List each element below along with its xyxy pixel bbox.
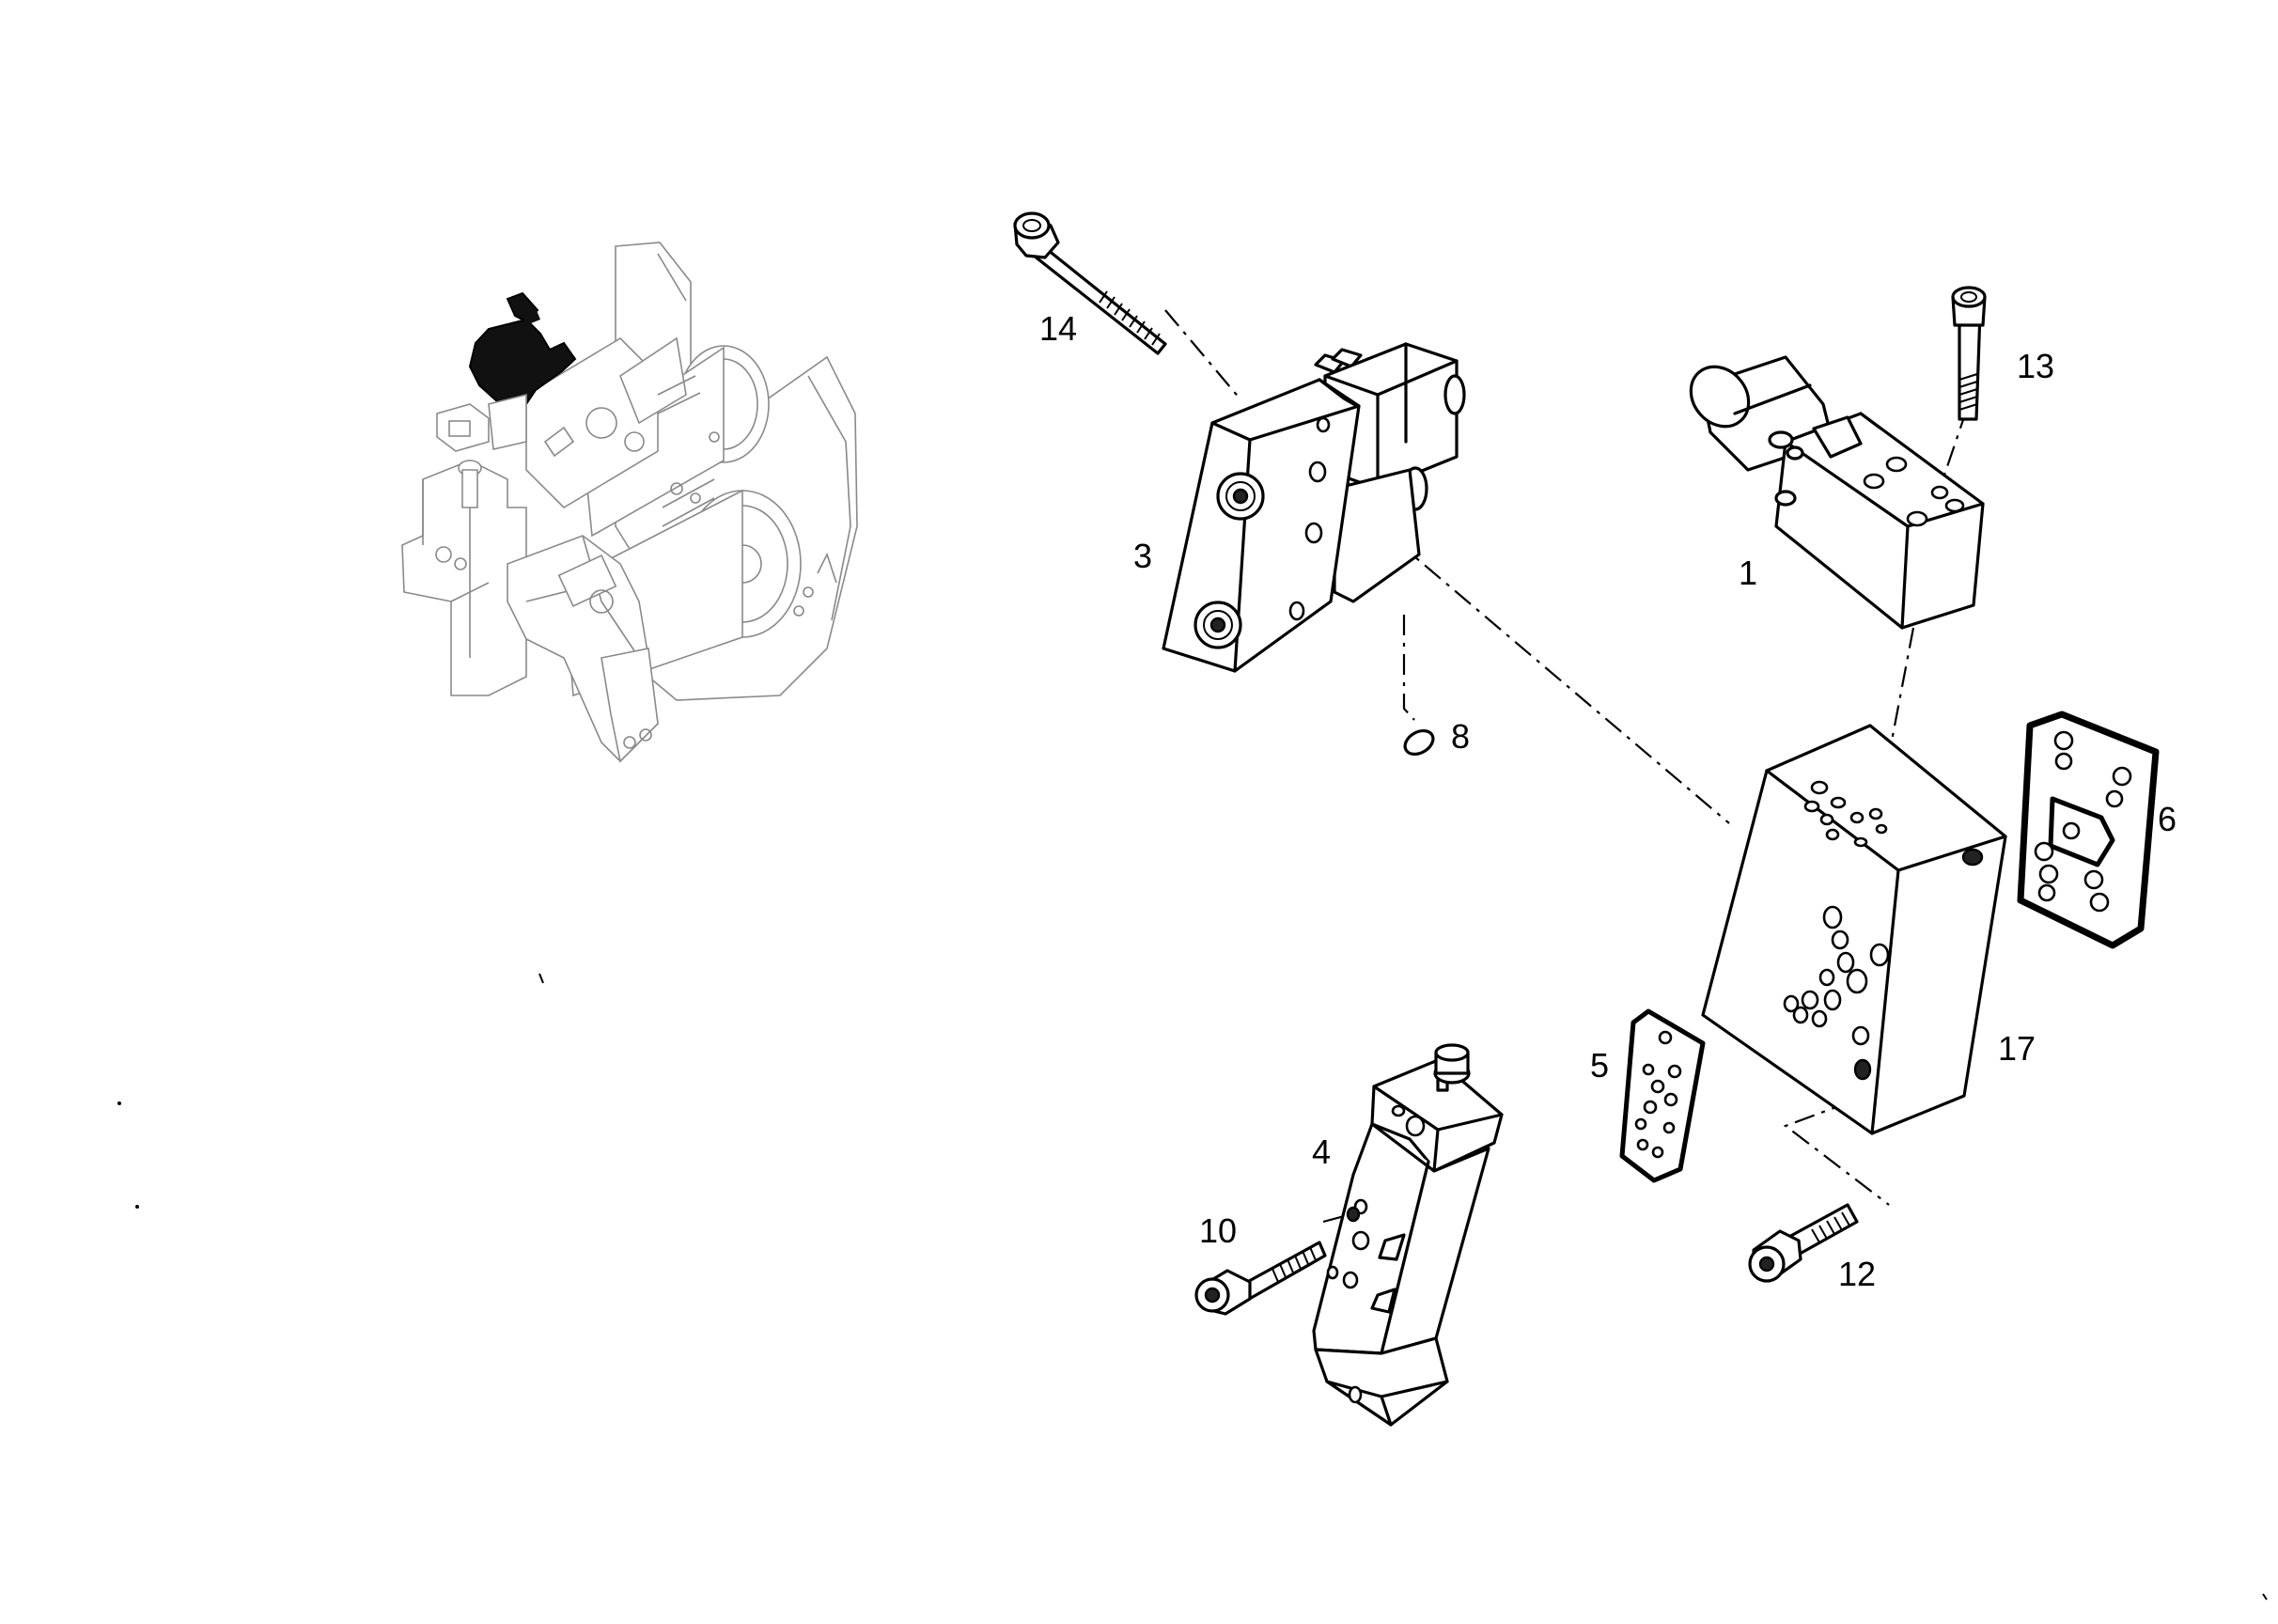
part-8-o-ring [1403, 728, 1435, 757]
callout-4: 4 [1312, 1132, 1331, 1171]
part-4-directional-valve [1312, 1043, 1504, 1427]
stray-marks [117, 973, 2268, 1601]
part-17-manifold-block [1701, 724, 2007, 1135]
callout-1: 1 [1739, 554, 1757, 592]
part-1-pressure-valve [1689, 355, 1985, 630]
part-12-bolt [1748, 1203, 1859, 1283]
callout-10: 10 [1199, 1211, 1237, 1250]
part-5-gasket [1619, 1008, 1706, 1183]
part-6-gasket [2017, 710, 2160, 949]
part-13-bolt [1951, 286, 1987, 421]
part-14-long-bolt [1013, 211, 1167, 355]
callout-labels: 1 3 4 5 6 8 10 12 13 14 17 [1039, 309, 2177, 1293]
callout-14: 14 [1039, 309, 1077, 348]
part-10-bolt [1194, 1241, 1327, 1316]
overview-assembly-illustration [401, 242, 858, 763]
part-3-solenoid-valve [1162, 342, 1466, 673]
callout-8: 8 [1451, 717, 1470, 756]
callout-17: 17 [1998, 1029, 2036, 1068]
callout-12: 12 [1838, 1255, 1876, 1293]
callout-5: 5 [1590, 1046, 1609, 1085]
callout-6: 6 [2158, 800, 2177, 838]
callout-3: 3 [1133, 537, 1152, 575]
callout-13: 13 [2017, 347, 2054, 385]
